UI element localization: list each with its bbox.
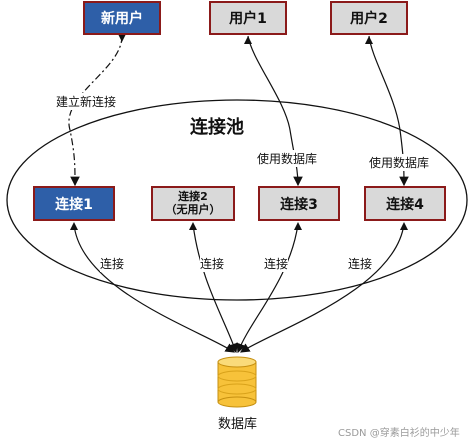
new-user-to-conn1-line <box>68 35 123 187</box>
connection-1-box: 连接1 <box>33 186 115 221</box>
connect-label-4: 连接 <box>348 255 373 272</box>
connection-pool-title: 连接池 <box>190 117 244 138</box>
connect-label-2: 连接 <box>200 255 225 272</box>
database-cylinder-icon <box>217 356 257 408</box>
connect-label-3: 连接 <box>264 255 289 272</box>
watermark: CSDN @穿素白衫的中少年 <box>338 428 460 439</box>
conn4-db-line <box>239 223 405 353</box>
connection-3-box: 连接3 <box>258 186 340 221</box>
connection-2-box: 连接2 （无用户） <box>151 186 235 221</box>
connection-2-label: 连接2 <box>178 190 208 204</box>
establish-new-connection-label: 建立新连接 <box>56 93 117 110</box>
database-label: 数据库 <box>218 417 258 432</box>
conn2-db-line <box>192 223 238 354</box>
use-database-label-left: 使用数据库 <box>257 150 318 167</box>
connection-2-status: （无用户） <box>165 202 221 216</box>
connection-4-box: 连接4 <box>364 186 446 221</box>
use-database-label-right: 使用数据库 <box>369 154 430 171</box>
conn2-arrowhead <box>189 222 197 230</box>
conn4-arrowhead <box>400 222 408 230</box>
user1-arrowhead <box>244 36 252 44</box>
conn3-db-line <box>236 223 299 354</box>
connect-label-1: 连接 <box>100 255 125 272</box>
user1-box: 用户1 <box>209 1 287 35</box>
new-user-box: 新用户 <box>83 1 161 35</box>
user2-arrowhead <box>365 36 373 44</box>
conn1-arrowhead <box>70 222 78 230</box>
user2-box: 用户2 <box>330 1 408 35</box>
new-user-arrowhead <box>118 34 126 42</box>
user1-to-conn3-line <box>247 35 303 187</box>
conn1-db-line <box>73 223 236 353</box>
conn3-arrowhead <box>294 222 302 230</box>
connection-pool-ellipse <box>6 99 468 301</box>
